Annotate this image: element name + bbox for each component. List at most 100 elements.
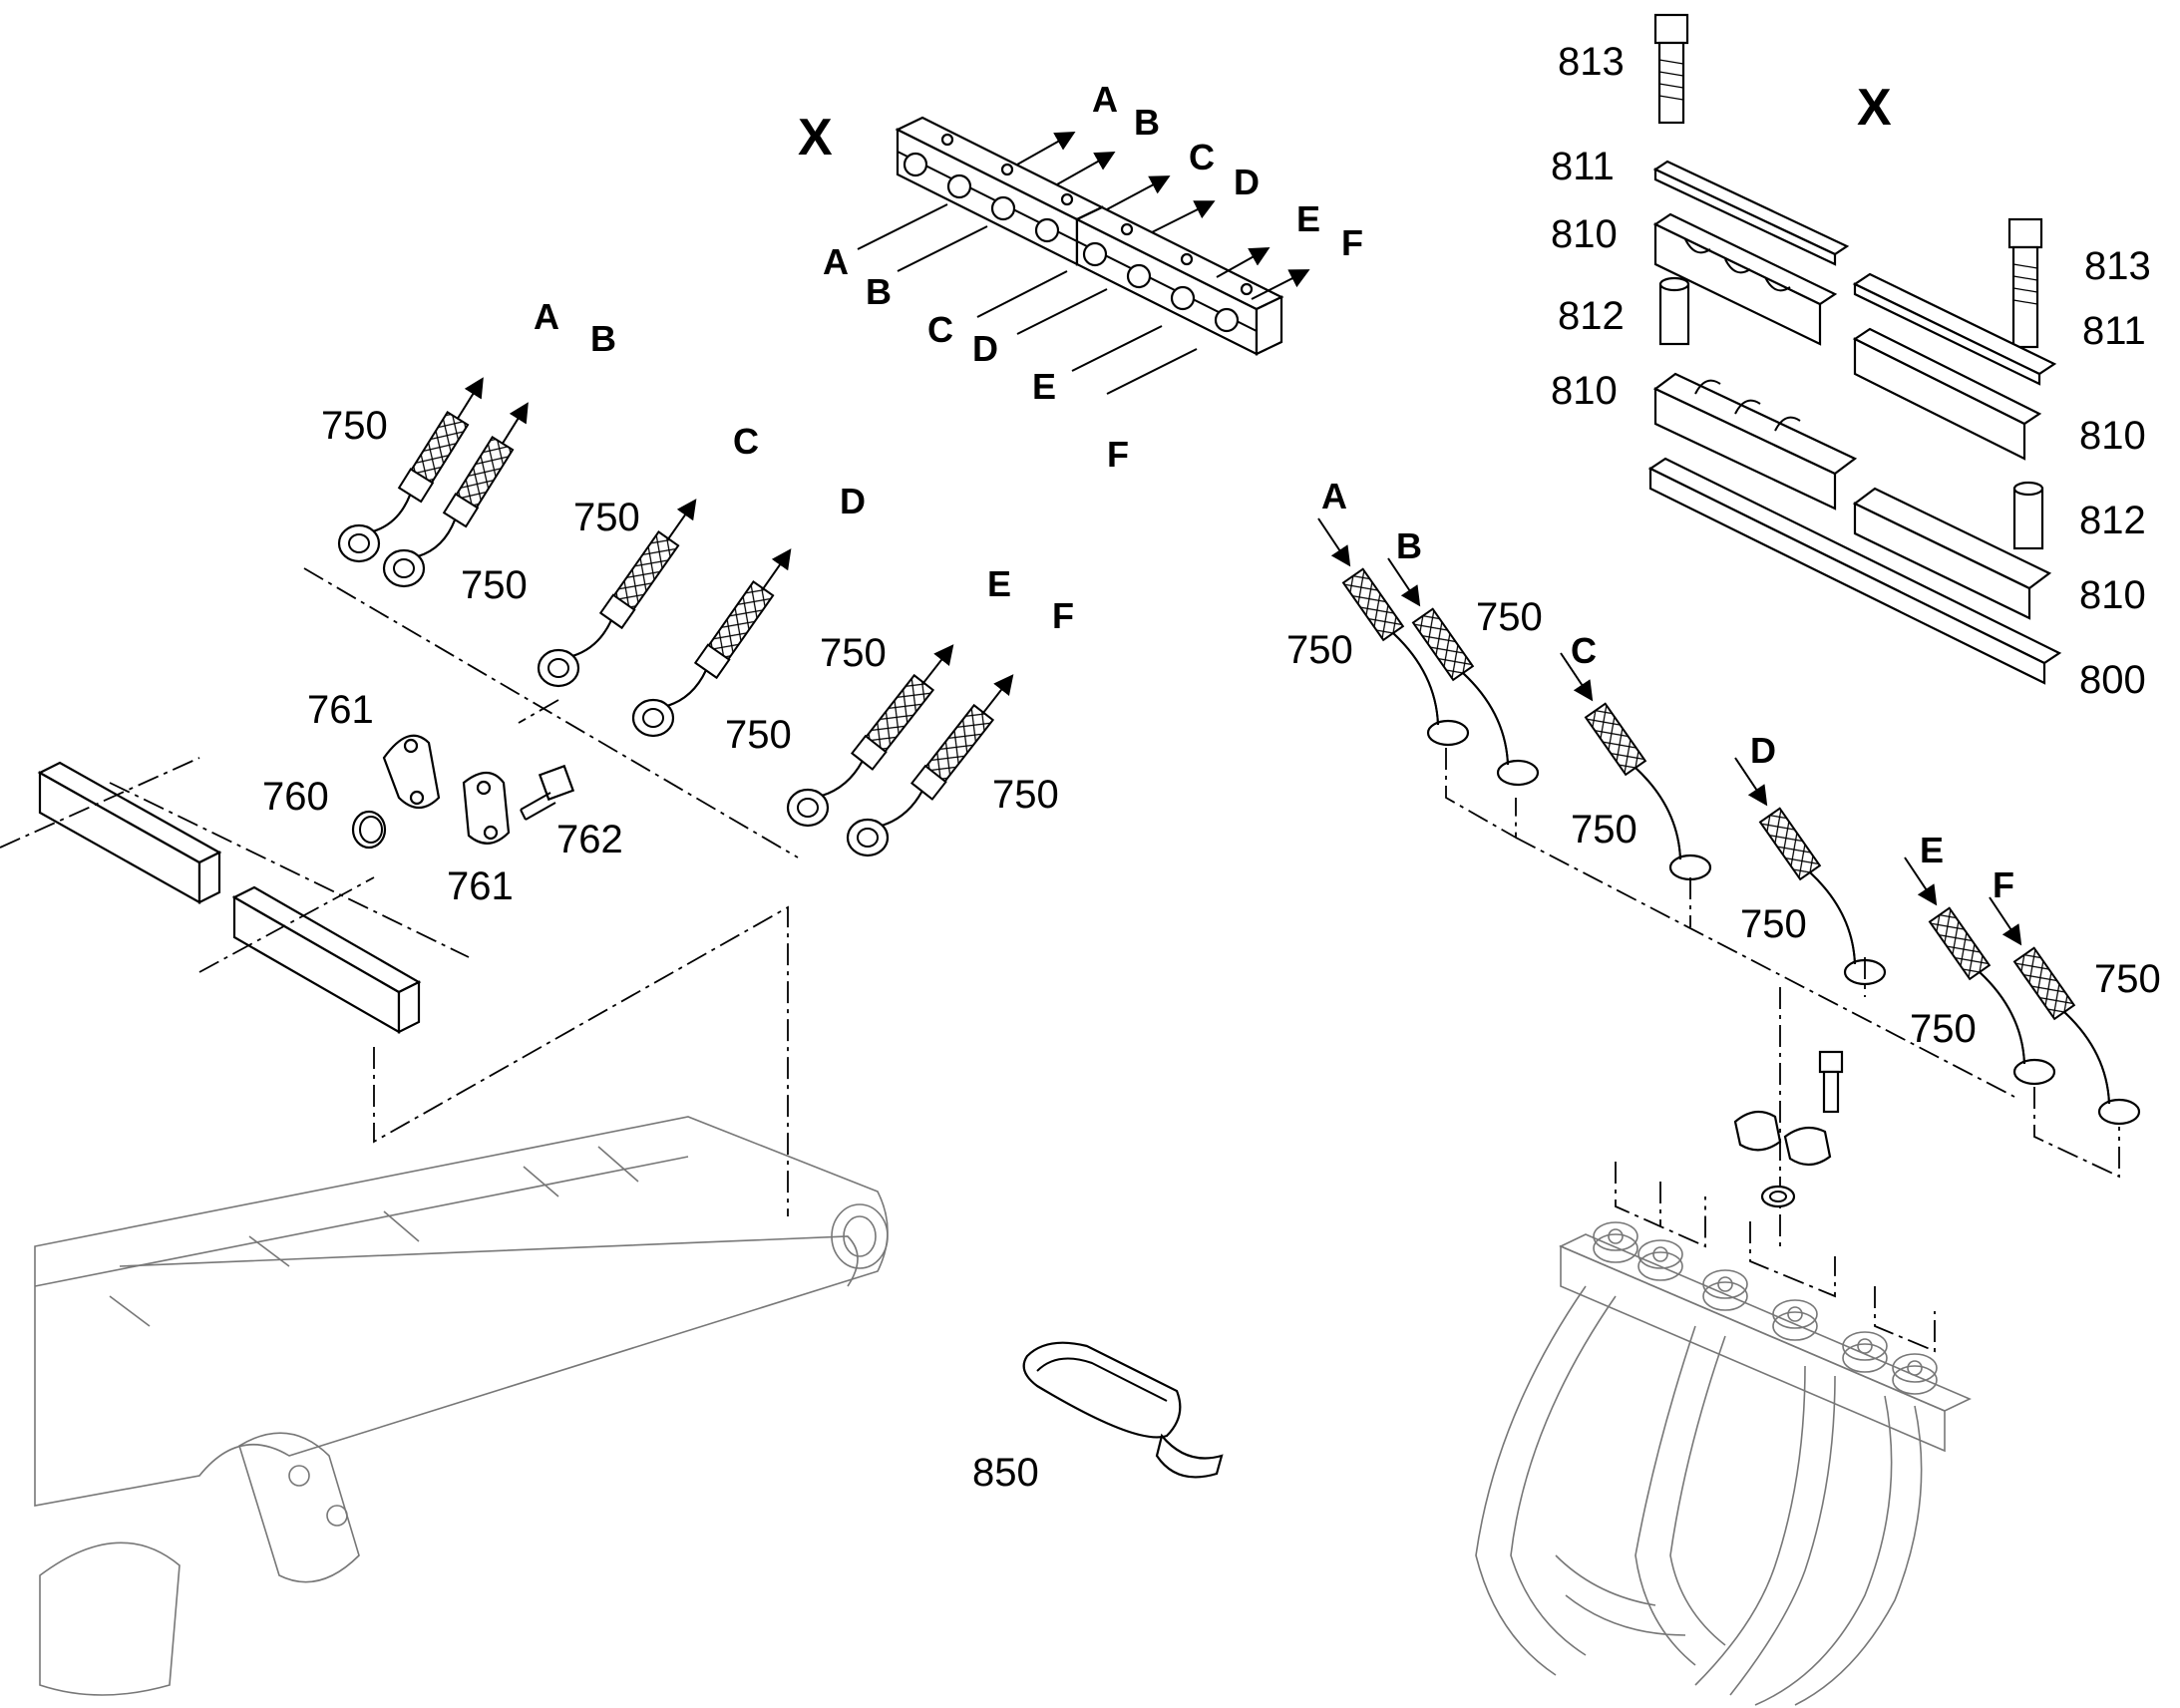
hose-set-left <box>337 377 1014 857</box>
clamp-outlet-labels: A B C D E F <box>1092 79 1363 263</box>
hose-left-part-labels: 750 750 750 750 750 750 <box>321 404 1059 817</box>
hose-left-a <box>337 377 484 563</box>
flange-half-upper <box>382 734 441 810</box>
flange-label-761-top: 761 <box>307 688 374 732</box>
hose-right-arrow-labels: A B C D E F <box>1321 476 2014 905</box>
hose-left-arrow-e: E <box>987 563 1011 604</box>
clamp-label-812-left: 812 <box>1558 294 1625 338</box>
flange-parts-right <box>1733 1050 1844 1208</box>
hose-left-arrow-labels: A B C D E F <box>534 296 1074 636</box>
bolt-813-left <box>1653 13 1689 125</box>
hose-left-label-4: 750 <box>725 713 792 757</box>
hose-right-arrow-c: C <box>1571 630 1597 671</box>
hose-left-label-1: 750 <box>321 404 388 448</box>
hose-right-label-1: 750 <box>1286 628 1353 672</box>
hose-right-arrow-e: E <box>1920 830 1944 870</box>
clamp-leader-label-e: E <box>1032 366 1056 407</box>
hose-left-arrow-c: C <box>733 421 759 462</box>
valve-fitting-2 <box>1637 1239 1683 1281</box>
hose-right-arrow-b: B <box>1396 525 1422 566</box>
hose-right-label-5: 750 <box>1910 1007 1977 1051</box>
clamp-arrow-label-e: E <box>1296 198 1320 239</box>
flange-label-762: 762 <box>556 818 623 861</box>
hose-right-guide-lines <box>1445 748 2120 1246</box>
clamp-label-813-left: 813 <box>1558 40 1625 84</box>
hose-left-c <box>537 499 697 688</box>
base-plate-800 <box>1647 457 2062 685</box>
hose-left-arrow-d: D <box>840 481 866 521</box>
hose-right-arrow-d: D <box>1750 730 1776 771</box>
flange-half-lower <box>462 771 511 845</box>
valve-fitting-heads <box>1593 1221 1938 1395</box>
clamp-leader-label-b: B <box>866 271 892 312</box>
clamp-label-800: 800 <box>2079 658 2146 702</box>
clamp-arrow-label-f: F <box>1341 222 1363 263</box>
clamp-inlet-leaders <box>857 203 1198 395</box>
hose-right-label-4: 750 <box>1740 902 1807 946</box>
manifold-block-left-b <box>231 885 422 1034</box>
clamp-leader-label-a: A <box>823 241 849 282</box>
clamp-leader-label-f: F <box>1107 434 1129 475</box>
cover-plate-811-right <box>1852 272 2057 386</box>
clamp-label-810-lower-right: 810 <box>2079 573 2146 617</box>
clamp-arrow-label-a: A <box>1092 79 1118 120</box>
hose-right-b <box>1387 557 1540 787</box>
hose-right-d <box>1734 757 1887 986</box>
hose-right-e <box>1904 856 2056 1086</box>
hose-left-e <box>786 644 954 828</box>
hose-left-arrow-f: F <box>1052 595 1074 636</box>
hose-right-arrow-a: A <box>1321 476 1347 516</box>
valve-fitting-1 <box>1593 1221 1638 1263</box>
clamp-half-810-lower-right <box>1852 487 2052 620</box>
clamp-label-812-right: 812 <box>2079 499 2146 542</box>
strap-850 <box>1022 1341 1224 1479</box>
spacer-812-left <box>1658 276 1690 346</box>
hose-left-b <box>382 402 529 588</box>
clamp-label-811-right: 811 <box>2082 309 2146 353</box>
excavator-boom <box>34 1116 889 1696</box>
clamp-label-810-upper-left: 810 <box>1551 212 1618 256</box>
bolt-813-right <box>2007 217 2043 349</box>
clamp-label-810-upper-right: 810 <box>2079 414 2146 458</box>
hose-right-part-labels: 750 750 750 750 750 750 <box>1286 595 2161 1051</box>
clamp-arrow-label-d: D <box>1234 162 1260 202</box>
flange-part-labels: 761 760 761 762 <box>262 688 623 908</box>
hose-left-label-6: 750 <box>992 773 1059 817</box>
clamp-arrow-label-c: C <box>1189 137 1215 177</box>
bolt-762 <box>520 764 575 821</box>
valve-fitting-6 <box>1892 1353 1938 1395</box>
hose-left-branch-line <box>518 699 559 724</box>
hose-left-f <box>846 674 1014 857</box>
strap-label: 850 <box>972 1451 1039 1495</box>
clamp-leader-label-d: D <box>972 328 998 369</box>
clamp-label-813-right: 813 <box>2084 244 2151 288</box>
clamp-half-810-upper-left <box>1652 212 1838 346</box>
hose-right-label-3: 750 <box>1571 808 1637 852</box>
clamp-outlet-arrows <box>1016 132 1310 300</box>
hose-left-d <box>631 548 792 738</box>
clamp-label-811-left: 811 <box>1551 145 1615 188</box>
hose-left-label-2: 750 <box>461 563 528 607</box>
flange-label-760: 760 <box>262 775 329 819</box>
spacer-812-right <box>2012 481 2044 550</box>
manifold-guide-lines <box>0 757 789 1216</box>
hose-left-label-5: 750 <box>820 631 887 675</box>
valve-fitting-5 <box>1842 1331 1888 1373</box>
manifold-block-left-a <box>37 761 222 904</box>
clamp-half-810-upper-right <box>1852 327 2042 461</box>
clamp-block-assembly <box>895 116 1284 356</box>
clamp-inlet-labels: A B C D E F <box>823 241 1129 475</box>
hose-right-f <box>1989 896 2141 1126</box>
cover-plate-811-left <box>1652 160 1850 266</box>
clamp-label-810-lower-left: 810 <box>1551 369 1618 413</box>
view-marker-right: X <box>1857 79 1892 137</box>
valve-fitting-3 <box>1702 1269 1748 1311</box>
hose-left-arrow-b: B <box>590 318 616 359</box>
clamp-part-labels: 813 811 810 812 810 813 811 810 812 810 … <box>1551 40 2151 702</box>
flange-label-761-bottom: 761 <box>447 864 514 908</box>
hose-right-arrow-f: F <box>1993 864 2014 905</box>
hose-left-arrow-a: A <box>534 296 559 337</box>
hose-right-label-2: 750 <box>1476 595 1543 639</box>
hose-right-c <box>1560 652 1712 881</box>
